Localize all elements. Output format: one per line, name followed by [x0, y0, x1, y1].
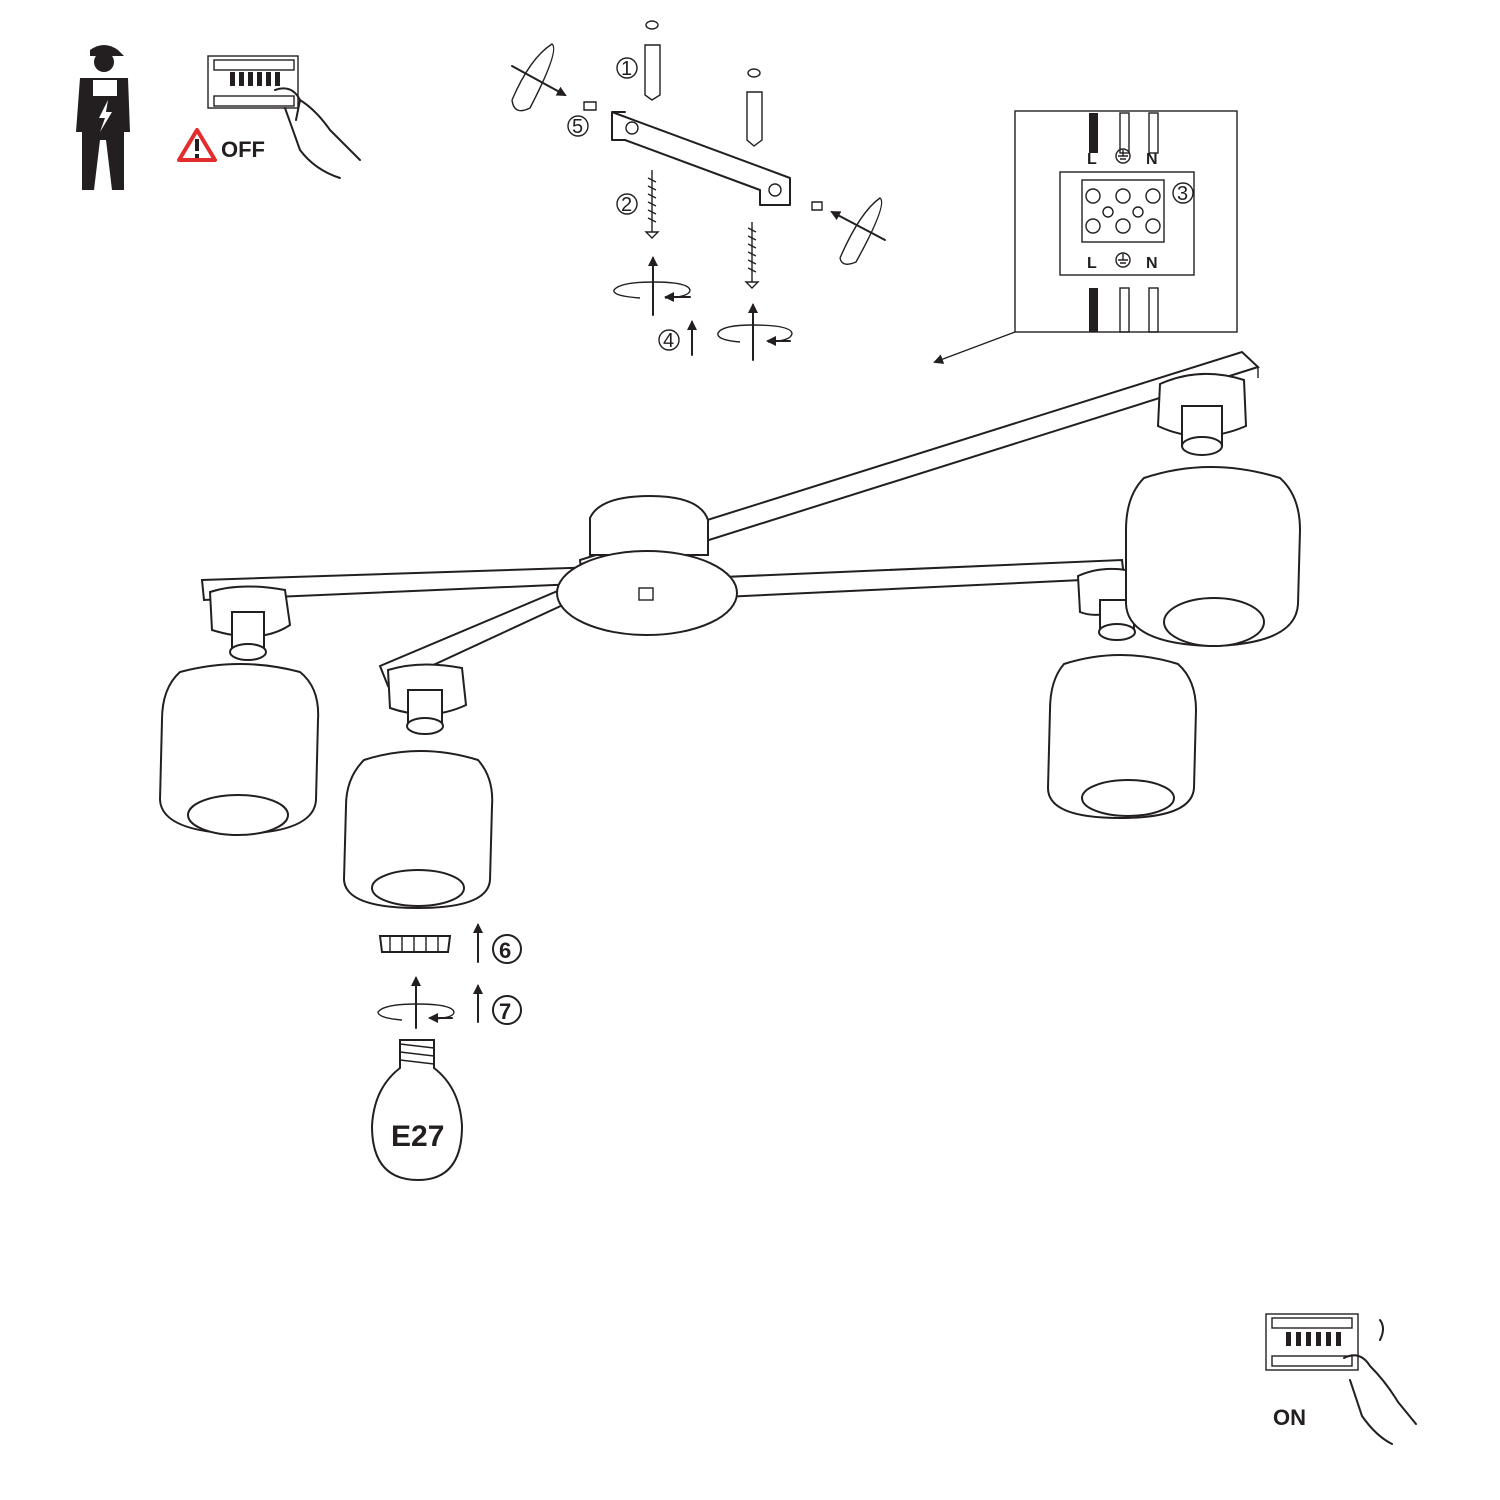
glass-shade-4	[1125, 466, 1302, 648]
step-5-label: 5	[572, 116, 583, 138]
small-screw-right	[811, 201, 823, 211]
shade-ring	[378, 935, 452, 953]
screw-right	[744, 222, 760, 289]
terminal-top-n: N	[1146, 151, 1158, 168]
small-screw-left	[583, 101, 597, 111]
power-off-label: OFF	[221, 137, 265, 162]
glass-shade-1	[158, 663, 320, 836]
warning-triangle-icon	[177, 128, 217, 162]
lamp-holder-2	[386, 663, 468, 735]
step-6-label: 6	[499, 938, 511, 963]
power-on-label: ON	[1273, 1405, 1306, 1430]
lamp-holder-4	[1156, 372, 1248, 456]
terminal-block-detail	[1014, 110, 1238, 333]
step-2-label: 2	[621, 194, 632, 216]
lamp-holder-1	[208, 585, 292, 661]
rotate-arrow-icon	[613, 256, 691, 316]
bulb-type-label: E27	[391, 1120, 444, 1153]
step-7-label: 7	[499, 999, 511, 1024]
breaker-panel-icon	[207, 55, 299, 109]
glass-shade-2	[342, 750, 494, 910]
fixture-arms	[200, 350, 1260, 688]
rotate-arrow-icon	[511, 43, 567, 112]
ground-symbol-icon	[1115, 148, 1131, 164]
ceiling-canopy	[556, 494, 738, 636]
step-3-label: 3	[1177, 183, 1188, 205]
ground-symbol-icon	[1115, 252, 1131, 268]
step-1-label: 1	[621, 58, 632, 80]
rotate-arrow-icon	[717, 303, 793, 361]
hand-icon	[1343, 1319, 1417, 1445]
step-4-label: 4	[663, 330, 674, 352]
step-1-marker	[616, 57, 638, 79]
terminal-top-l: L	[1087, 151, 1097, 168]
rotate-arrow-icon	[377, 976, 455, 1029]
breaker-panel-icon	[1265, 1313, 1359, 1371]
detail-pointer-arrow	[933, 331, 1016, 364]
terminal-bottom-n: N	[1146, 255, 1158, 272]
lamp-holder-3	[1076, 567, 1136, 641]
hand-icon	[274, 87, 361, 179]
screw-left	[644, 170, 660, 239]
rotate-arrow-icon	[830, 197, 886, 265]
anchor-left	[644, 20, 661, 101]
glass-shade-3	[1046, 654, 1198, 820]
anchor-right	[746, 68, 763, 147]
mounting-bracket	[611, 111, 791, 206]
terminal-bottom-l: L	[1087, 255, 1097, 272]
electrician-icon	[76, 45, 130, 190]
bulb-icon	[370, 1039, 464, 1182]
